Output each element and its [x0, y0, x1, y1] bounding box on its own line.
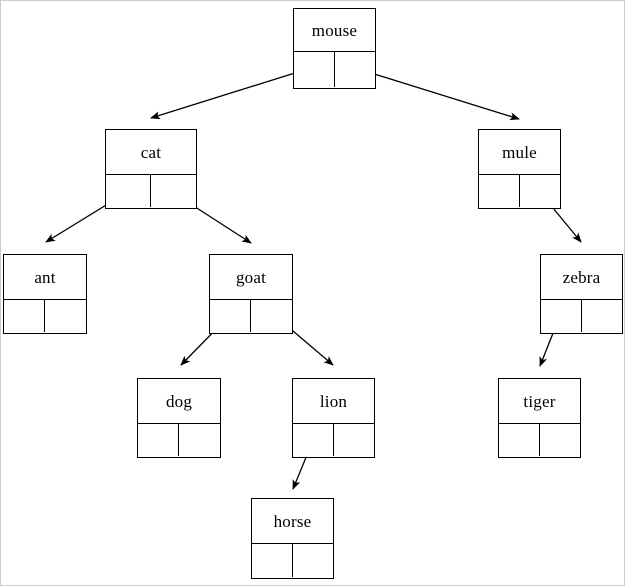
- node-label-tiger: tiger: [499, 379, 580, 424]
- node-pointers-goat: [210, 300, 292, 333]
- tree-node-lion[interactable]: lion: [292, 378, 375, 458]
- node-right-pointer-goat[interactable]: [251, 300, 292, 332]
- node-label-mouse: mouse: [294, 9, 375, 52]
- edge-arrow-mouse-right-mule: [354, 67, 520, 121]
- node-left-pointer-ant[interactable]: [4, 300, 45, 333]
- node-right-pointer-lion[interactable]: [334, 424, 375, 456]
- node-left-pointer-dog[interactable]: [138, 424, 179, 457]
- node-left-pointer-tiger[interactable]: [499, 424, 540, 457]
- tree-node-mule[interactable]: mule: [478, 129, 561, 209]
- node-right-pointer-tiger[interactable]: [540, 424, 581, 456]
- node-pointers-mouse: [294, 52, 376, 88]
- node-label-mule: mule: [479, 130, 560, 175]
- node-left-pointer-zebra[interactable]: [541, 300, 582, 333]
- node-label-cat: cat: [106, 130, 196, 175]
- node-left-pointer-mouse[interactable]: [294, 52, 335, 88]
- node-label-lion: lion: [293, 379, 374, 424]
- node-right-pointer-ant[interactable]: [45, 300, 86, 332]
- node-label-dog: dog: [138, 379, 220, 424]
- edge-arrow-mouse-left-cat: [150, 66, 315, 120]
- tree-node-cat[interactable]: cat: [105, 129, 197, 209]
- node-left-pointer-goat[interactable]: [210, 300, 251, 333]
- node-pointers-tiger: [499, 424, 581, 457]
- node-label-ant: ant: [4, 255, 86, 300]
- tree-node-zebra[interactable]: zebra: [540, 254, 623, 334]
- node-pointers-zebra: [541, 300, 623, 333]
- node-right-pointer-dog[interactable]: [179, 424, 220, 456]
- node-pointers-dog: [138, 424, 220, 457]
- node-pointers-mule: [479, 175, 561, 208]
- tree-node-goat[interactable]: goat: [209, 254, 293, 334]
- node-pointers-cat: [106, 175, 196, 208]
- node-pointers-horse: [252, 544, 334, 578]
- node-right-pointer-horse[interactable]: [293, 544, 334, 577]
- node-right-pointer-zebra[interactable]: [582, 300, 623, 332]
- tree-node-horse[interactable]: horse: [251, 498, 334, 579]
- node-label-zebra: zebra: [541, 255, 622, 300]
- node-label-goat: goat: [210, 255, 292, 300]
- tree-node-ant[interactable]: ant: [3, 254, 87, 334]
- node-right-pointer-mule[interactable]: [520, 175, 561, 207]
- node-left-pointer-mule[interactable]: [479, 175, 520, 208]
- node-right-pointer-cat[interactable]: [151, 175, 196, 207]
- node-pointers-ant: [4, 300, 86, 333]
- tree-node-mouse[interactable]: mouse: [293, 8, 376, 89]
- node-pointers-lion: [293, 424, 375, 457]
- node-label-horse: horse: [252, 499, 333, 544]
- node-right-pointer-mouse[interactable]: [335, 52, 376, 87]
- node-left-pointer-cat[interactable]: [106, 175, 151, 208]
- tree-node-dog[interactable]: dog: [137, 378, 221, 458]
- tree-node-tiger[interactable]: tiger: [498, 378, 581, 458]
- node-left-pointer-lion[interactable]: [293, 424, 334, 457]
- node-left-pointer-horse[interactable]: [252, 544, 293, 578]
